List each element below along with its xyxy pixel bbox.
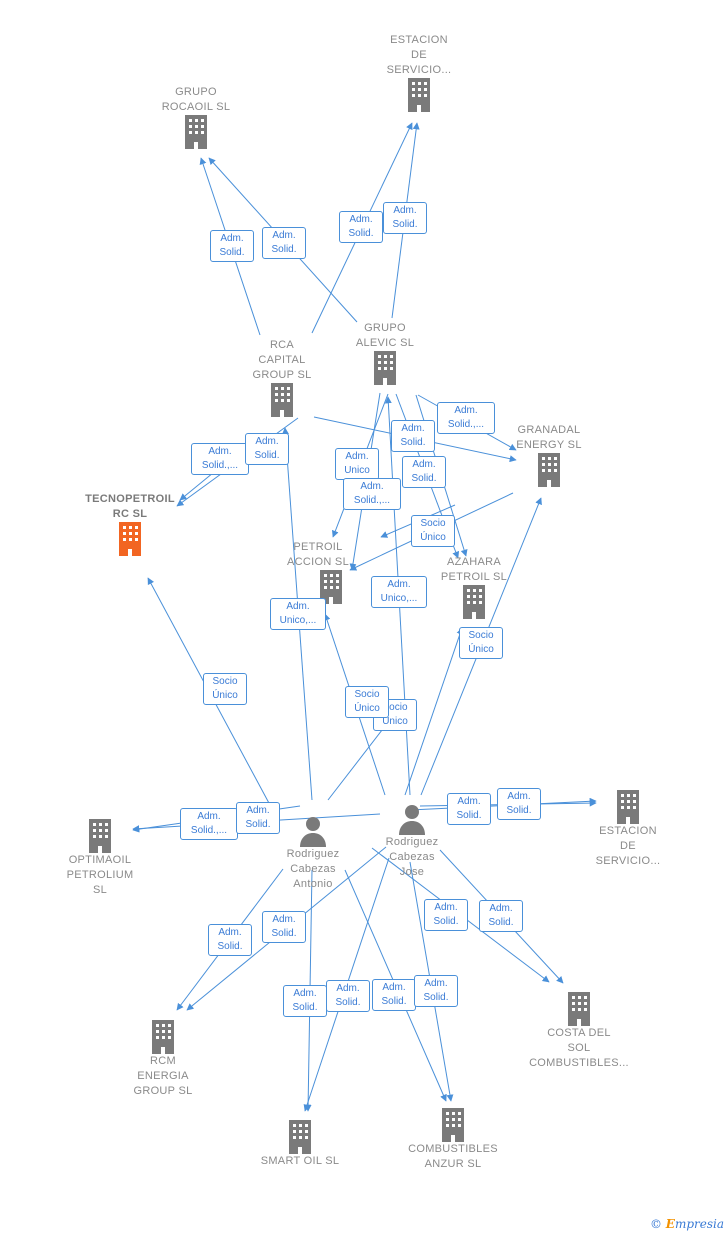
relation-badge[interactable]: Adm. Solid. <box>424 899 468 931</box>
relation-badge[interactable]: Adm. Solid. <box>447 793 491 825</box>
node-label: GRANADAL ENERGY SL <box>516 424 582 451</box>
node-azahara-petroil[interactable]: AZAHARA PETROIL SL <box>404 555 544 619</box>
relation-badge[interactable]: Socio Único <box>459 627 503 659</box>
node-combustibles-anzur[interactable]: COMBUSTIBLES ANZUR SL <box>383 1108 523 1172</box>
building-icon <box>119 522 141 556</box>
node-person-jose[interactable]: Rodriguez Cabezas Jose <box>342 803 482 880</box>
node-label: RCM ENERGIA GROUP SL <box>133 1055 193 1097</box>
node-label: ESTACION DE SERVICIO... <box>386 34 452 76</box>
node-label: COSTA DEL SOL COMBUSTIBLES... <box>529 1027 629 1069</box>
node-label: GRUPO ROCAOIL SL <box>161 86 231 113</box>
brand-name: mpresia <box>674 1217 724 1231</box>
node-estacion-de-servicio-top[interactable]: ESTACION DE SERVICIO... <box>349 33 489 112</box>
building-icon <box>568 992 590 1026</box>
relation-badge[interactable]: Socio Único <box>345 686 389 718</box>
building-icon <box>152 1020 174 1054</box>
node-optimaoil-petrolium[interactable]: OPTIMAOIL PETROLIUM SL <box>30 819 170 898</box>
building-icon <box>463 585 485 619</box>
node-label: Rodriguez Cabezas Jose <box>385 836 439 878</box>
empresia-logo: © Empresia <box>650 1217 724 1231</box>
relation-badge[interactable]: Adm. Solid.,... <box>191 443 249 475</box>
building-icon <box>538 453 560 487</box>
building-icon <box>289 1120 311 1154</box>
relation-badge[interactable]: Adm. Unico,... <box>270 598 326 630</box>
node-label: OPTIMAOIL PETROLIUM SL <box>66 854 134 896</box>
relation-badge[interactable]: Adm. Solid. <box>236 802 280 834</box>
node-label: ESTACION DE SERVICIO... <box>595 825 661 867</box>
node-estacion-de-servicio-right[interactable]: ESTACION DE SERVICIO... <box>558 790 698 869</box>
node-grupo-alevic[interactable]: GRUPO ALEVIC SL <box>315 321 455 385</box>
node-rca-capital-group[interactable]: RCA CAPITAL GROUP SL <box>212 338 352 417</box>
node-label: COMBUSTIBLES ANZUR SL <box>408 1143 498 1170</box>
node-person-antonio[interactable]: Rodriguez Cabezas Antonio <box>243 815 383 892</box>
relation-badge[interactable]: Socio Único <box>411 515 455 547</box>
node-label: Rodriguez Cabezas Antonio <box>286 848 340 890</box>
copyright-symbol: © <box>649 1217 662 1231</box>
building-icon <box>271 383 293 417</box>
building-icon <box>408 78 430 112</box>
node-label: RCA CAPITAL GROUP SL <box>252 339 312 381</box>
person-icon <box>300 817 326 847</box>
person-icon <box>399 805 425 835</box>
relation-badge[interactable]: Adm. Solid.,... <box>437 402 495 434</box>
node-label: SMART OIL SL <box>260 1155 340 1167</box>
relation-badge[interactable]: Adm. Solid.,... <box>180 808 238 840</box>
relation-badge[interactable]: Adm. Solid. <box>262 227 306 259</box>
node-smart-oil[interactable]: SMART OIL SL <box>230 1120 370 1169</box>
relation-badge[interactable]: Adm. Solid. <box>414 975 458 1007</box>
building-icon <box>442 1108 464 1142</box>
node-grupo-rocaoil[interactable]: GRUPO ROCAOIL SL <box>126 85 266 149</box>
relation-badge[interactable]: Adm. Solid. <box>208 924 252 956</box>
node-label: PETROIL ACCION SL <box>287 541 349 568</box>
building-icon <box>89 819 111 853</box>
relation-badge[interactable]: Adm. Solid. <box>383 202 427 234</box>
node-label: AZAHARA PETROIL SL <box>440 556 508 583</box>
brand-e: E <box>665 1217 675 1231</box>
node-tecnopetroil-rc[interactable]: TECNOPETROIL RC SL <box>60 492 200 556</box>
relation-badge[interactable]: Adm. Solid.,... <box>343 478 401 510</box>
node-petroil-accion[interactable]: PETROIL ACCION SL <box>248 540 388 604</box>
relation-badge[interactable]: Adm. Solid. <box>283 985 327 1017</box>
relation-badge[interactable]: Adm. Solid. <box>262 911 306 943</box>
node-costa-del-sol-combustibles[interactable]: COSTA DEL SOL COMBUSTIBLES... <box>509 992 649 1071</box>
node-label: TECNOPETROIL RC SL <box>85 493 175 520</box>
relation-badge[interactable]: Adm. Solid. <box>479 900 523 932</box>
building-icon <box>617 790 639 824</box>
node-label: GRUPO ALEVIC SL <box>355 322 415 349</box>
building-icon <box>320 570 342 604</box>
relation-edge <box>404 627 464 796</box>
node-granadal-energy[interactable]: GRANADAL ENERGY SL <box>479 423 619 487</box>
relation-badge[interactable]: Adm. Solid. <box>339 211 383 243</box>
relation-badge[interactable]: Adm. Solid. <box>391 420 435 452</box>
relation-badge[interactable]: Adm. Solid. <box>497 788 541 820</box>
node-rcm-energia-group[interactable]: RCM ENERGIA GROUP SL <box>93 1020 233 1099</box>
relation-badge[interactable]: Adm. Solid. <box>210 230 254 262</box>
building-icon <box>374 351 396 385</box>
relation-badge[interactable]: Adm. Solid. <box>245 433 289 465</box>
relation-badge[interactable]: Adm. Solid. <box>402 456 446 488</box>
relation-badge[interactable]: Adm. Solid. <box>372 979 416 1011</box>
relation-badge[interactable]: Adm. Solid. <box>326 980 370 1012</box>
relation-badge[interactable]: Adm. Unico,... <box>371 576 427 608</box>
relation-badge[interactable]: Adm. Unico <box>335 448 379 480</box>
relation-badge[interactable]: Socio Único <box>203 673 247 705</box>
building-icon <box>185 115 207 149</box>
